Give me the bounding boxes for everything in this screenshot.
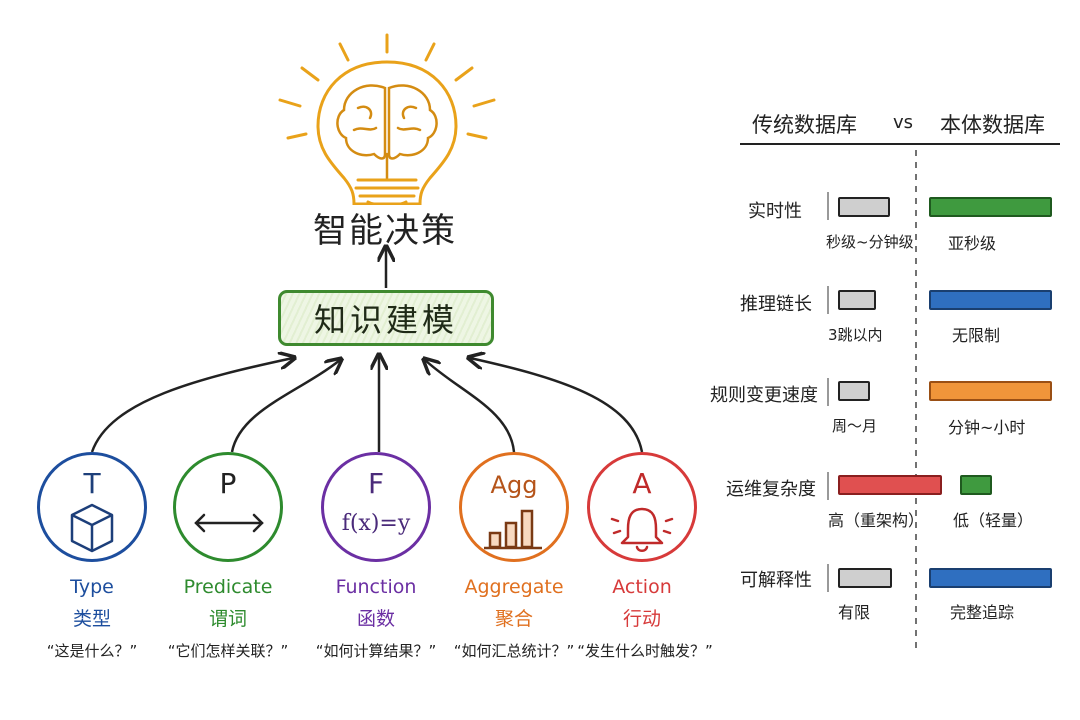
bar-traditional-rule-change <box>838 381 870 401</box>
type-letter: T <box>83 467 101 500</box>
traditional-explainability-value: 有限 <box>838 603 871 622</box>
predicate-question: “它们怎样关联？” <box>167 642 289 660</box>
action-circle: A <box>587 452 697 562</box>
arrow-action <box>470 358 644 453</box>
ontology-db-header: 本体数据库 <box>940 113 1045 137</box>
ontology-ops-value: 低（轻量） <box>953 511 1034 530</box>
bar-traditional-explainability <box>838 568 892 588</box>
aggregate-zh-label: 聚合 <box>494 608 533 630</box>
function-circle: F f(x)=y <box>321 452 431 562</box>
lightbulb-brain-icon <box>278 33 496 205</box>
knowledge-modeling-box: 知识建模 <box>278 290 494 346</box>
function-letter: F <box>367 467 385 500</box>
predicate-circle: P <box>173 452 283 562</box>
table-rules <box>740 143 1060 650</box>
decision-label: 智能决策 <box>313 211 457 251</box>
traditional-realtime-value: 秒级~分钟级 <box>826 233 914 251</box>
arrow-type <box>90 358 293 453</box>
function-en-label: Function <box>335 576 417 598</box>
ontology-realtime-value: 亚秒级 <box>948 234 997 253</box>
arrow-predicate <box>230 360 340 453</box>
predicate-en-label: Predicate <box>183 576 273 598</box>
predicate-zh-label: 谓词 <box>208 608 247 630</box>
bar-ontology-realtime <box>929 197 1052 217</box>
row-label-realtime: 实时性 <box>748 201 802 222</box>
type-en-label: Type <box>70 576 114 598</box>
action-question: “发生什么时触发？” <box>577 642 713 660</box>
aggregate-en-label: Aggregate <box>464 576 564 598</box>
bar-chart-icon <box>484 509 542 550</box>
traditional-reasoning-value: 3跳以内 <box>828 326 883 344</box>
bar-traditional-ops <box>838 475 942 495</box>
action-en-label: Action <box>612 576 672 598</box>
bar-traditional-realtime <box>838 197 890 217</box>
action-letter: A <box>632 467 652 500</box>
ontology-reasoning-value: 无限制 <box>952 326 1001 345</box>
traditional-db-header: 传统数据库 <box>752 113 857 137</box>
vs-label: vs <box>893 112 914 133</box>
predicate-letter: P <box>219 467 237 500</box>
type-question: “这是什么？” <box>46 642 138 660</box>
knowledge-modeling-label: 知识建模 <box>313 301 458 339</box>
arrow-aggregate <box>425 360 516 453</box>
function-formula: f(x)=y <box>341 511 411 536</box>
bell-icon <box>610 507 674 552</box>
row-label-reasoning-chain: 推理链长 <box>740 294 812 315</box>
cube-icon <box>70 503 114 553</box>
connector-arrows <box>90 0 644 453</box>
double-arrow-icon <box>194 513 264 533</box>
row-label-explainability: 可解释性 <box>740 570 812 591</box>
traditional-ops-value: 高（重架构） <box>828 511 925 530</box>
bar-ontology-reasoning <box>929 290 1052 310</box>
bar-traditional-reasoning <box>838 290 876 310</box>
type-zh-label: 类型 <box>72 608 111 630</box>
aggregate-question: “如何汇总统计？” <box>453 642 575 660</box>
bar-ontology-explainability <box>929 568 1052 588</box>
aggregate-letter: Agg <box>490 471 538 499</box>
row-label-rule-change: 规则变更速度 <box>710 385 818 406</box>
function-zh-label: 函数 <box>356 608 395 630</box>
aggregate-circle: Agg <box>459 452 569 562</box>
function-question: “如何计算结果？” <box>315 642 437 660</box>
action-zh-label: 行动 <box>622 608 661 630</box>
type-circle: T <box>37 452 147 562</box>
bar-ontology-rule-change <box>929 381 1052 401</box>
bar-ontology-ops <box>960 475 992 495</box>
traditional-rule-change-value: 周～月 <box>832 417 878 435</box>
ontology-explainability-value: 完整追踪 <box>950 603 1015 622</box>
row-label-ops-complexity: 运维复杂度 <box>726 479 816 500</box>
ontology-rule-change-value: 分钟~小时 <box>948 418 1026 437</box>
